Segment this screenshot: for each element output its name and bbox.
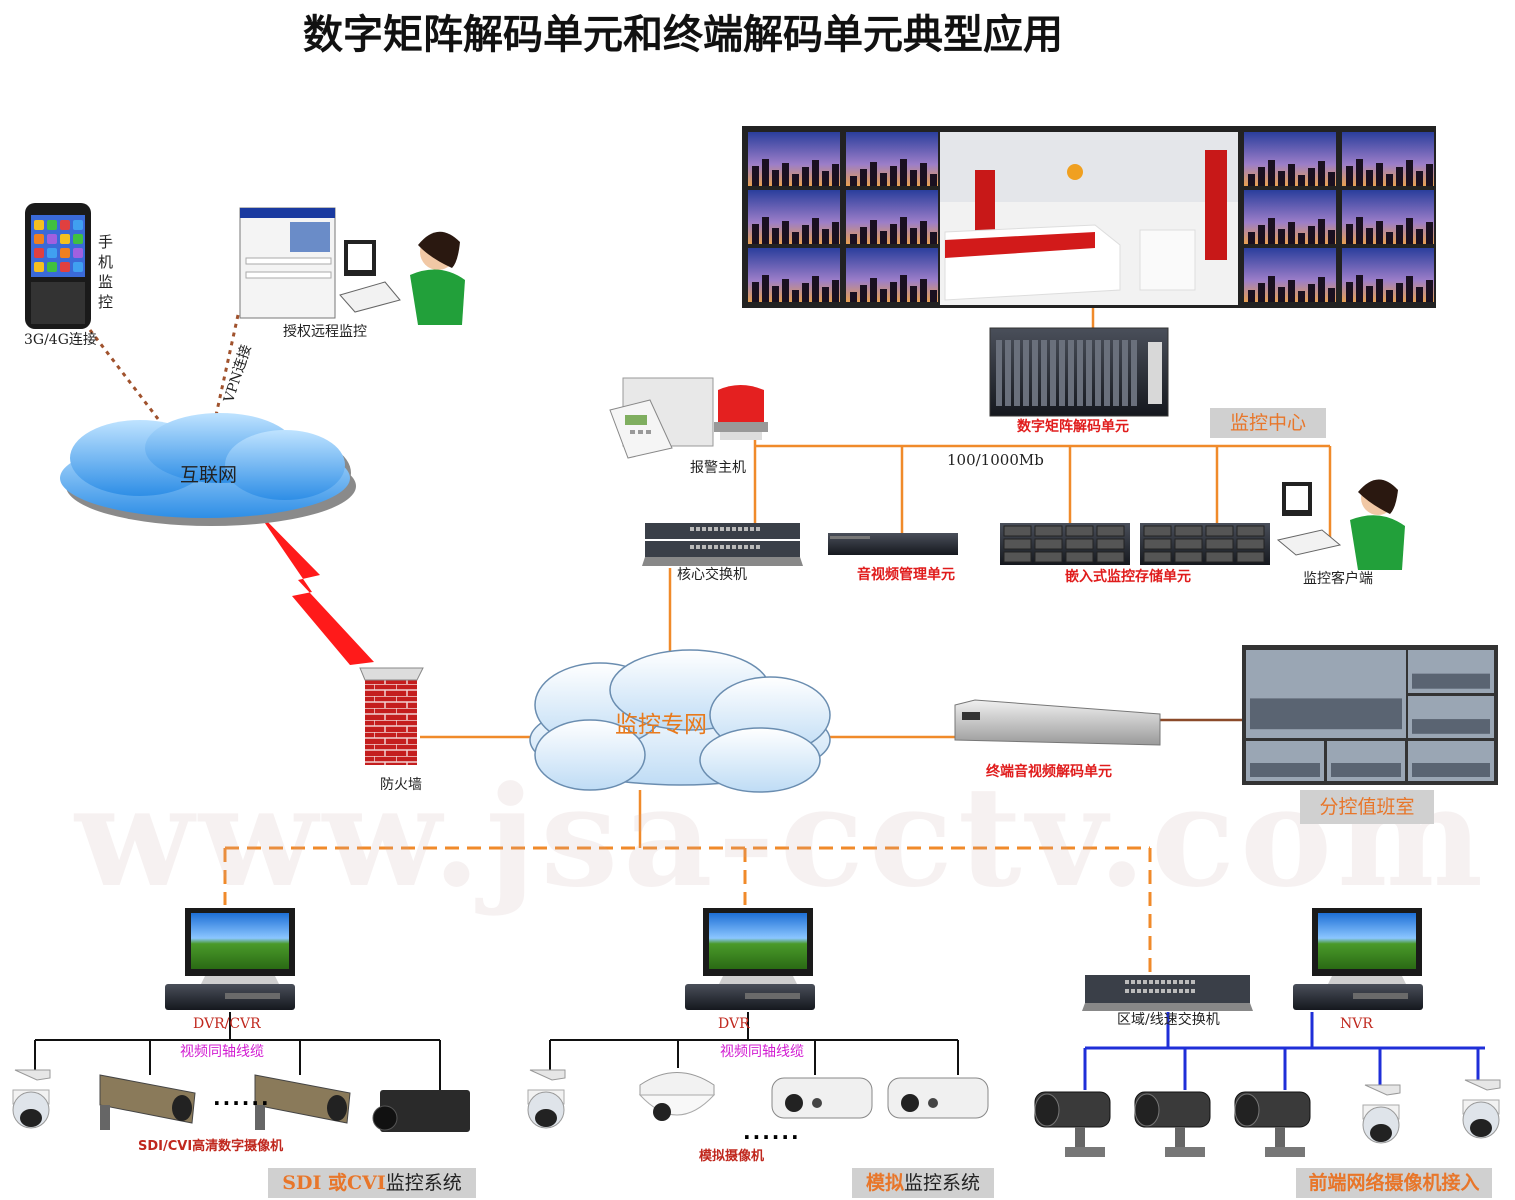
av-manager-device xyxy=(828,533,958,555)
storage-label: 嵌入式监控存储单元 xyxy=(1065,569,1191,585)
alarm-host-label: 报警主机 xyxy=(690,460,746,476)
private-network-cloud xyxy=(529,649,831,793)
alarm-host-device xyxy=(609,377,768,459)
watermark: www.jsa-cctv.com xyxy=(75,755,1489,918)
mobile-phone-icon xyxy=(25,203,91,329)
ip-camera-access-tag: 前端网络摄像机接入 xyxy=(1296,1168,1492,1198)
blue-ip-bus-lines xyxy=(1083,1012,1485,1090)
monitor-center-tag: 监控中心 xyxy=(1210,408,1326,438)
dvr-label: DVR xyxy=(718,1016,750,1032)
bandwidth-label: 100/1000Mb xyxy=(947,451,1044,469)
terminal-decoder-device xyxy=(954,699,1161,746)
dome-camera xyxy=(639,1072,715,1096)
terminal-decoder-label: 终端音视频解码单元 xyxy=(986,764,1112,780)
phone-monitor-label: 手机监控 xyxy=(98,233,114,311)
core-switch-label: 核心交换机 xyxy=(677,567,747,583)
dots-1: ...... xyxy=(213,1086,271,1110)
phone-connection-label: 3G/4G连接 xyxy=(24,332,97,348)
remote-monitor-label: 授权远程监控 xyxy=(283,324,367,340)
storage-devices xyxy=(1000,523,1270,565)
dotted-wireless-lines xyxy=(88,314,240,433)
remote-user-figure xyxy=(239,207,465,325)
coax-bus-lines xyxy=(34,1012,959,1090)
monitors xyxy=(185,908,1422,988)
dvr-cvr-label: DVR/CVR xyxy=(193,1016,261,1032)
box-camera xyxy=(380,1090,470,1132)
nvr-label: NVR xyxy=(1340,1016,1373,1032)
area-switch-label: 区域/线速交换机 xyxy=(1117,1012,1220,1028)
client-label: 监控客户端 xyxy=(1303,571,1373,587)
internet-label: 互联网 xyxy=(180,464,238,486)
internet-cloud xyxy=(60,413,356,526)
cameras xyxy=(12,1069,1501,1157)
coax-cable-label-1: 视频同轴线缆 xyxy=(180,1044,264,1060)
core-switch-device xyxy=(642,523,803,566)
client-user-figure xyxy=(1276,479,1405,570)
video-wall xyxy=(742,126,1436,308)
matrix-decoder-label: 数字矩阵解码单元 xyxy=(1017,419,1129,435)
area-switch-device xyxy=(1082,975,1253,1011)
branch-room-tag: 分控值班室 xyxy=(1300,790,1434,824)
firewall-label: 防火墙 xyxy=(380,777,422,793)
sdi-system-tag: SDI 或CVI监控系统 xyxy=(268,1168,476,1198)
dots-2: ...... xyxy=(743,1120,801,1144)
lightning-bolt-icon xyxy=(256,510,374,665)
page-title: 数字矩阵解码单元和终端解码单元典型应用 xyxy=(303,12,1063,58)
analog-system-tag: 模拟监控系统 xyxy=(852,1168,994,1198)
box-camera xyxy=(254,1074,351,1124)
branch-video-wall xyxy=(1242,645,1498,785)
firewall-icon xyxy=(359,667,424,765)
private-network-label: 监控专网 xyxy=(615,712,707,738)
analog-camera-label: 模拟摄像机 xyxy=(699,1149,765,1164)
sdi-camera-label: SDI/CVI高清数字摄像机 xyxy=(138,1139,284,1154)
coax-cable-label-2: 视频同轴线缆 xyxy=(720,1044,804,1060)
box-camera xyxy=(99,1074,196,1124)
recorders xyxy=(165,984,1423,1010)
av-manager-label: 音视频管理单元 xyxy=(857,567,955,583)
matrix-decoder-device xyxy=(989,327,1169,417)
orange-dashed-bus xyxy=(223,846,1152,975)
